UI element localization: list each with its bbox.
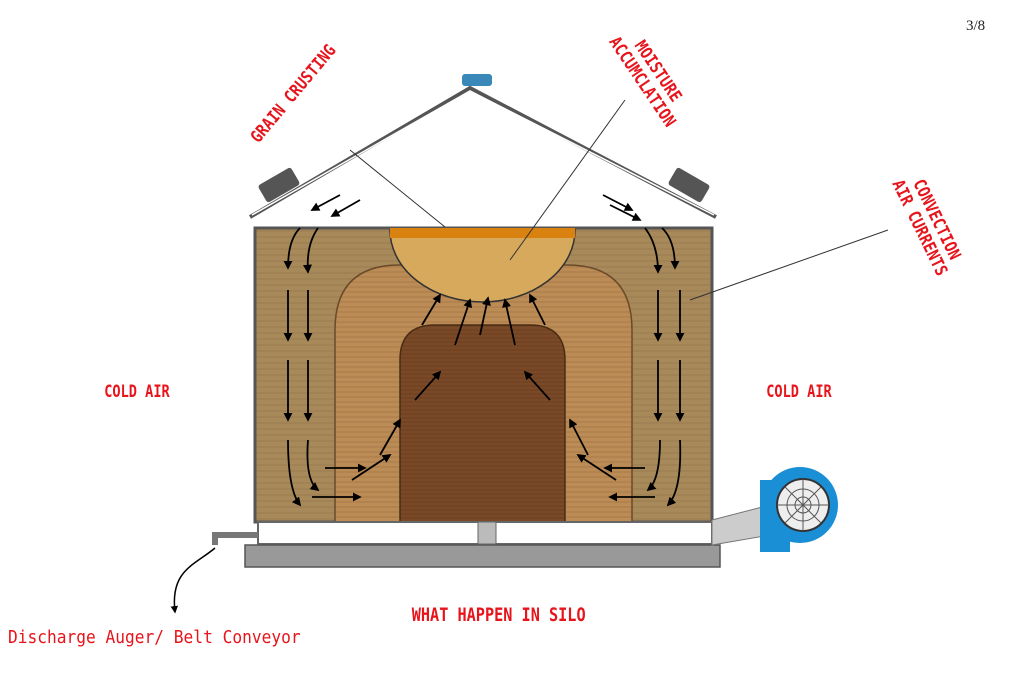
leader-moisture	[509, 99, 626, 261]
leader-grain-crusting	[349, 149, 446, 228]
grain-core-warm	[399, 324, 566, 523]
discharge-pipe	[212, 532, 258, 545]
roof-cap	[462, 74, 492, 86]
silo-floor	[170, 504, 771, 614]
grain-crust	[390, 228, 575, 238]
label-cold-air-left: COLD AIR	[104, 382, 170, 402]
discharge-arrow	[170, 547, 216, 614]
label-discharge-auger: Discharge Auger/ Belt Conveyor	[8, 627, 301, 648]
leader-convection	[689, 229, 889, 301]
roof-vent-right	[668, 167, 710, 203]
fan-icon	[760, 467, 838, 552]
diagram-title: WHAT HAPPEN IN SILO	[411, 604, 586, 626]
label-cold-air-right: COLD AIR	[766, 382, 832, 402]
silo-roof	[248, 74, 717, 219]
page-number: 3/8	[966, 18, 986, 34]
air-current-arrows	[283, 194, 685, 507]
roof-vent-left	[258, 167, 300, 203]
